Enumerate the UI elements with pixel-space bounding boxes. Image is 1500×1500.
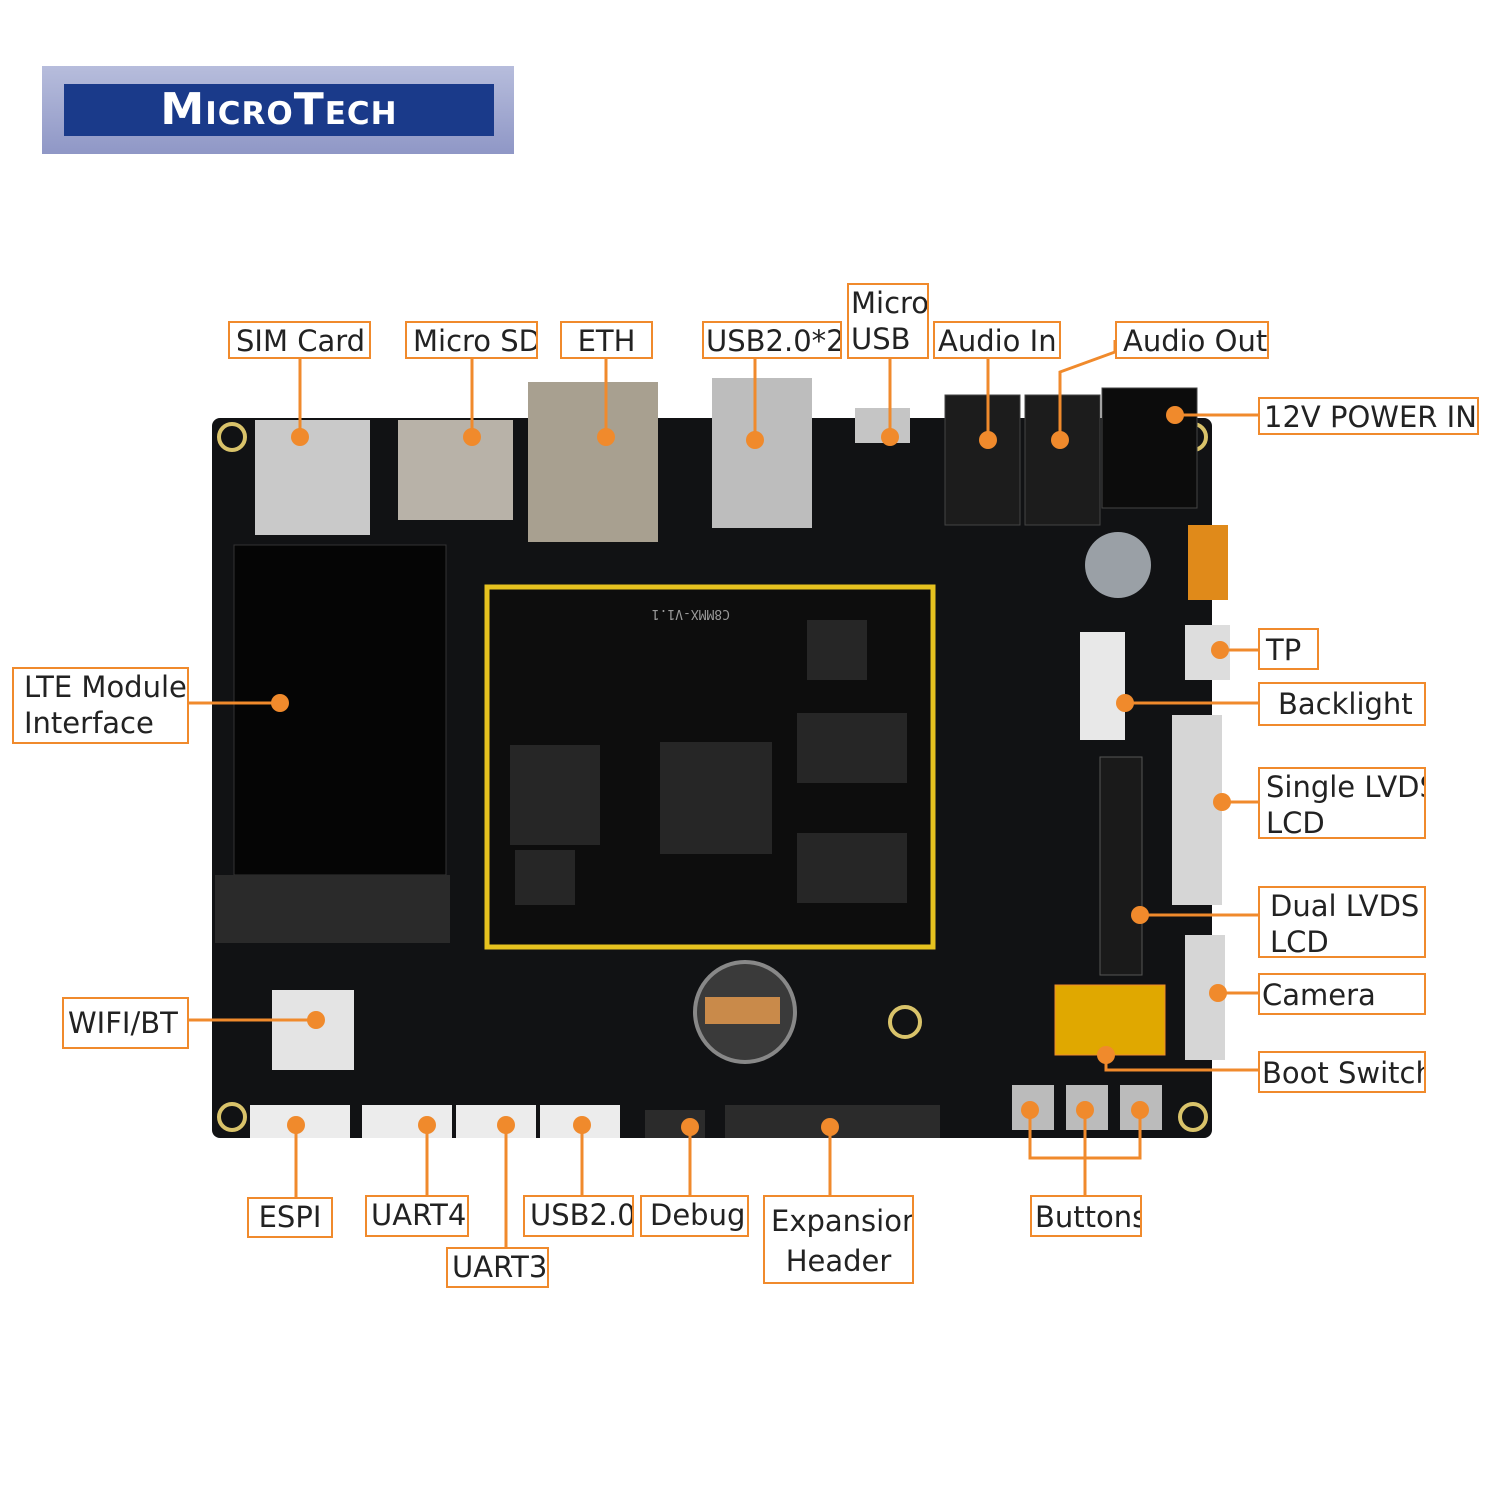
label-single-lvds-line1: Single LVDS xyxy=(1266,770,1426,804)
label-micro-usb-line1: Micro xyxy=(851,286,929,320)
label-micro-sd: Micro SD xyxy=(405,321,538,359)
wifi-module xyxy=(272,990,354,1070)
label-micro-usb: Micro USB xyxy=(847,283,929,359)
boot-switch-body xyxy=(1054,984,1166,1056)
audio-in-jack xyxy=(944,394,1021,526)
label-expansion-line1: Expansion xyxy=(771,1204,914,1238)
lte-connector xyxy=(215,875,450,943)
microtech-logo: MicroTech xyxy=(42,66,514,154)
audio-out-jack xyxy=(1024,394,1101,526)
capacitor xyxy=(1085,532,1151,598)
label-boot-switch: Boot Switch xyxy=(1258,1051,1426,1093)
label-uart3: UART3 xyxy=(446,1247,549,1288)
label-dual-lvds-line1: Dual LVDS xyxy=(1270,889,1420,923)
label-dual-lvds-line2: LCD xyxy=(1270,925,1329,958)
label-lte-line1: LTE Module xyxy=(24,670,187,704)
label-eth: ETH xyxy=(560,321,653,359)
label-tp: TP xyxy=(1258,628,1319,670)
label-lte-line2: Interface xyxy=(24,706,154,740)
label-sim-card: SIM Card xyxy=(228,321,371,359)
label-debug: Debug xyxy=(640,1195,749,1237)
label-audio-in: Audio In xyxy=(933,321,1061,359)
fuse xyxy=(1188,525,1228,600)
label-backlight: Backlight xyxy=(1258,682,1426,726)
label-lte-module-interface: LTE Module Interface xyxy=(12,667,189,744)
label-dual-lvds-lcd: Dual LVDS LCD xyxy=(1258,886,1426,958)
core-chips xyxy=(510,620,907,905)
usb-host xyxy=(712,378,812,528)
label-buttons: Buttons xyxy=(1030,1195,1142,1237)
label-12v-power-in: 12V POWER IN xyxy=(1258,397,1479,435)
label-wifi-bt: WIFI/BT xyxy=(62,997,189,1049)
label-audio-out: Audio Out xyxy=(1115,321,1269,359)
push-buttons xyxy=(1012,1085,1162,1130)
single-lvds-connector xyxy=(1172,715,1222,905)
module-silkscreen: C8MMX-V1.1 xyxy=(652,606,730,621)
label-expansion-header: Expansion Header xyxy=(763,1195,914,1284)
power-jack xyxy=(1101,387,1198,509)
sim-socket xyxy=(255,420,370,535)
label-espi: ESPI xyxy=(247,1197,333,1238)
label-micro-usb-line2: USB xyxy=(851,322,911,356)
sd-socket xyxy=(398,420,513,520)
logo-text: MicroTech xyxy=(64,84,494,136)
battery-clip xyxy=(705,997,780,1024)
label-usb20x2: USB2.0*2 xyxy=(702,321,842,359)
label-uart4: UART4 xyxy=(365,1195,469,1237)
backlight-connector xyxy=(1080,632,1125,740)
label-usb20: USB2.0 xyxy=(523,1195,634,1237)
eth-jack xyxy=(528,382,658,542)
label-expansion-line2: Header xyxy=(785,1244,892,1278)
dual-lvds-header xyxy=(1099,756,1143,976)
label-camera: Camera xyxy=(1258,973,1426,1015)
label-single-lvds-lcd: Single LVDS LCD xyxy=(1258,767,1426,839)
lte-slot xyxy=(233,544,447,876)
label-single-lvds-line2: LCD xyxy=(1266,806,1325,839)
leader-dots xyxy=(271,406,1231,1136)
